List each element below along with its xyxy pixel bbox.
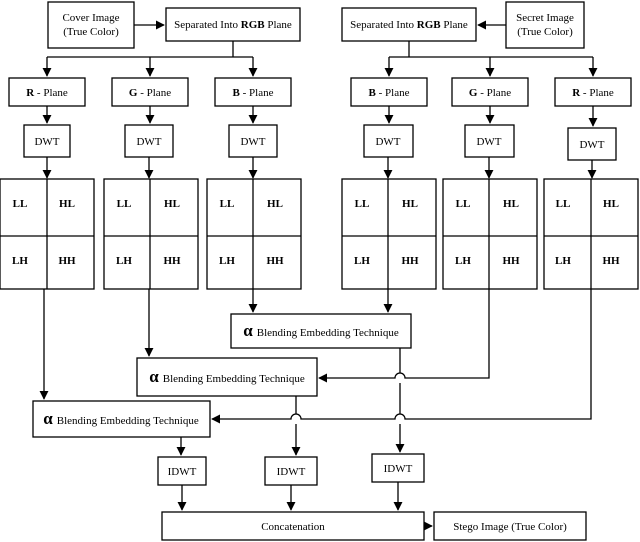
lh-cell-1: LH	[12, 255, 28, 267]
blend-box-b	[230, 313, 412, 349]
hh-cell-6: HH	[602, 255, 620, 267]
hh-cell-5: HH	[502, 255, 520, 267]
dwt-label-2: DWT	[136, 136, 161, 148]
dwt-label-5: DWT	[476, 136, 501, 148]
arrow-secret-r-to-blend	[211, 289, 592, 424]
dwt-box-5	[464, 124, 515, 158]
b-plane-left-label: B - Plane	[233, 87, 274, 99]
secret-image-box	[505, 1, 585, 49]
hl-cell-3: HL	[267, 198, 283, 210]
lh-cell-6: LH	[555, 255, 571, 267]
dwt-label-4: DWT	[375, 136, 400, 148]
separate-rgb-left-box	[165, 7, 301, 42]
g-plane-left-label: G - Plane	[129, 87, 171, 99]
dwt-box-4	[363, 124, 414, 158]
subband-grid-1: LL HL LH HH	[0, 178, 95, 290]
blend-box-r	[32, 400, 211, 438]
g-plane-right-box	[451, 77, 529, 107]
hl-cell-1: HL	[59, 198, 75, 210]
stego-image-box	[433, 511, 587, 541]
subband-grid-6: LL HL LH HH	[543, 178, 639, 290]
hl-cell-2: HL	[164, 198, 180, 210]
separate-rgb-right-box	[341, 7, 477, 42]
hh-cell-2: HH	[163, 255, 181, 267]
hl-cell-4: HL	[402, 198, 418, 210]
ll-cell-1: LL	[13, 198, 28, 210]
concatenation-label: Concatenation	[261, 521, 325, 533]
subband-grid-4: LL HL LH HH	[341, 178, 437, 290]
cover-image-label: Cover Image	[62, 12, 119, 24]
stego-image-label: Stego Image (True Color)	[453, 521, 567, 533]
g-plane-right-label: G - Plane	[469, 87, 511, 99]
secret-image-sublabel: (True Color)	[517, 26, 573, 38]
hh-cell-1: HH	[58, 255, 76, 267]
dwt-label-6: DWT	[579, 139, 604, 151]
lh-cell-4: LH	[354, 255, 370, 267]
lh-cell-5: LH	[455, 255, 471, 267]
subband-grid-3: LL HL LH HH	[206, 178, 302, 290]
dwt-box-1	[23, 124, 71, 158]
idwt-label-3: IDWT	[384, 463, 413, 475]
r-plane-left-label: R - Plane	[26, 87, 68, 99]
b-plane-right-label: B - Plane	[369, 87, 410, 99]
dwt-label-1: DWT	[34, 136, 59, 148]
hh-cell-3: HH	[266, 255, 284, 267]
dwt-box-6	[567, 127, 617, 161]
hh-cell-4: HH	[401, 255, 419, 267]
cover-image-sublabel: (True Color)	[63, 26, 119, 38]
g-plane-left-box	[111, 77, 189, 107]
separate-rgb-left-label: Separated Into RGB Plane	[174, 19, 292, 31]
dwt-label-3: DWT	[240, 136, 265, 148]
cover-image-box	[47, 1, 135, 49]
ll-cell-5: LL	[456, 198, 471, 210]
separate-rgb-right-label: Separated Into RGB Plane	[350, 19, 468, 31]
subband-grid-5: LL HL LH HH	[442, 178, 538, 290]
ll-cell-3: LL	[220, 198, 235, 210]
blend-box-g	[136, 357, 318, 397]
secret-image-label: Secret Image	[516, 12, 574, 24]
hl-cell-5: HL	[503, 198, 519, 210]
lh-cell-2: LH	[116, 255, 132, 267]
r-plane-right-label: R - Plane	[572, 87, 614, 99]
dwt-box-2	[124, 124, 174, 158]
ll-cell-4: LL	[355, 198, 370, 210]
dwt-box-3	[228, 124, 278, 158]
hl-cell-6: HL	[603, 198, 619, 210]
subband-grid-2: LL HL LH HH	[103, 178, 199, 290]
lh-cell-3: LH	[219, 255, 235, 267]
ll-cell-6: LL	[556, 198, 571, 210]
idwt-label-1: IDWT	[168, 466, 197, 478]
ll-cell-2: LL	[117, 198, 132, 210]
idwt-label-2: IDWT	[277, 466, 306, 478]
arrow-secret-g-to-blend	[318, 289, 490, 383]
